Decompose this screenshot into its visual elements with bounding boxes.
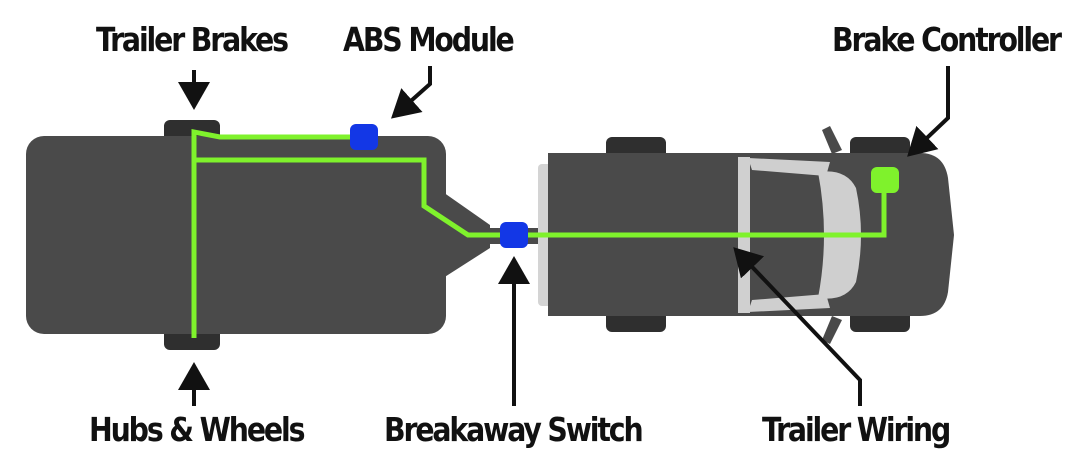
label-brake-controller: Brake Controller xyxy=(832,20,1062,59)
label-trailer-wiring: Trailer Wiring xyxy=(762,410,951,449)
label-abs-module: ABS Module xyxy=(343,20,515,59)
arrow-brake-controller xyxy=(907,66,950,157)
label-trailer-brakes: Trailer Brakes xyxy=(96,20,289,59)
trailer-wiring-abs-branch xyxy=(191,128,362,160)
breakaway-switch-box xyxy=(500,222,528,248)
arrow-abs-module xyxy=(391,66,432,119)
label-breakaway-switch: Breakaway Switch xyxy=(384,410,644,449)
brake-controller-box xyxy=(871,167,899,193)
cab-roof-edge-top xyxy=(748,158,830,176)
truck-mirror-top xyxy=(822,126,842,154)
arrow-trailer-wiring xyxy=(733,247,862,406)
abs-module-box xyxy=(350,124,378,150)
trailer-wiring-main xyxy=(194,157,887,238)
truck-mirror-bottom xyxy=(822,316,842,344)
trailer-body xyxy=(26,136,446,334)
label-hubs-wheels: Hubs & Wheels xyxy=(89,410,306,449)
